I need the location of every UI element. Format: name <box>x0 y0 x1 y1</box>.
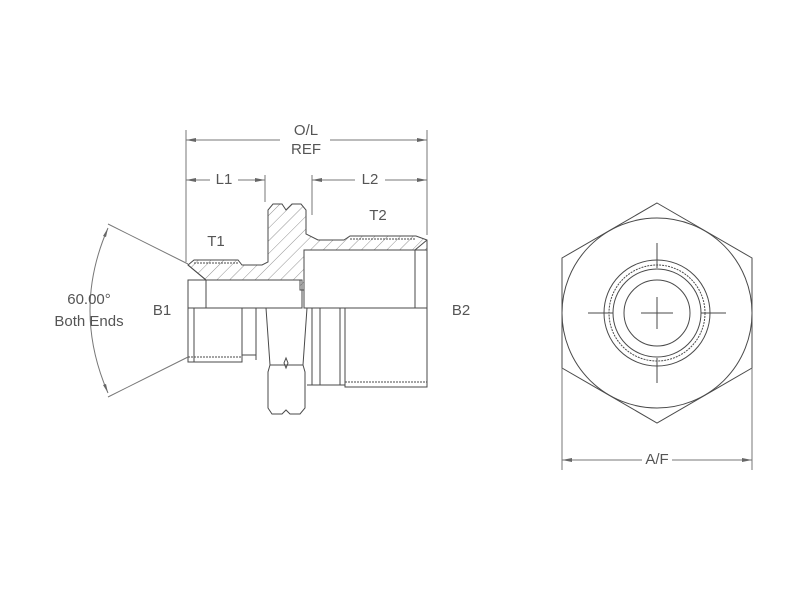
angle-note-label: Both Ends <box>54 313 124 330</box>
thread-1-label: T1 <box>207 233 225 250</box>
across-flats-label: A/F <box>645 451 669 468</box>
overall-length-ref-label: REF <box>291 141 321 158</box>
side-view <box>89 130 428 415</box>
bore-2-label: B2 <box>451 302 471 319</box>
thread-2-label: T2 <box>369 207 387 224</box>
bore-1-label: B1 <box>152 302 172 319</box>
length-1-label: L1 <box>215 171 233 188</box>
end-view <box>561 202 753 470</box>
overall-length-label: O/L <box>293 122 319 139</box>
angle-value-label: 60.00° <box>67 291 111 308</box>
length-2-label: L2 <box>361 171 379 188</box>
